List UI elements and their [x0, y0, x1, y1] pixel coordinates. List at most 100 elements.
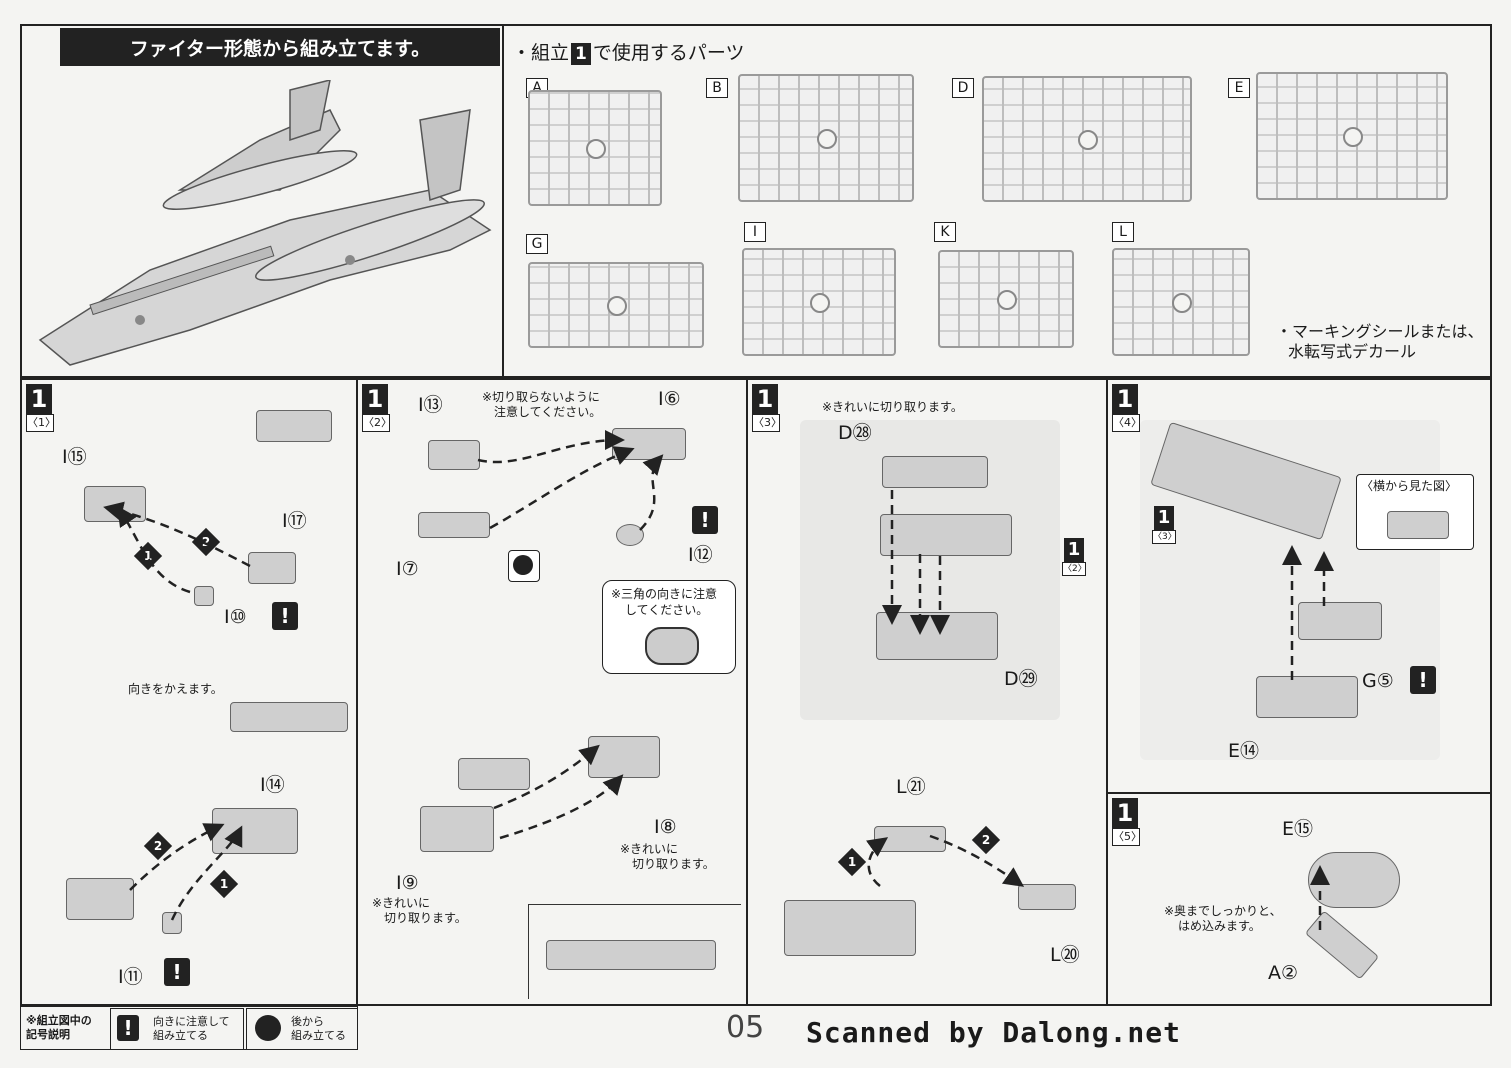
runner-label-i: I [744, 222, 766, 242]
parts-heading-suffix: で使用するパーツ [592, 42, 745, 64]
part-i14: I⑭ [260, 774, 285, 796]
runner-l [1112, 248, 1250, 356]
step1-3-number: 1 [752, 384, 778, 414]
page-title: ファイター形態から組み立てます。 [60, 28, 500, 66]
cut-warning-line2: 注意してください。 [494, 405, 602, 419]
part-d29: D㉙ [1004, 668, 1038, 690]
parts-heading-prefix: ・組立 [512, 42, 570, 64]
scan-credit: Scanned by Dalong.net [806, 1016, 1182, 1049]
legend-heading-line2: 記号説明 [26, 1028, 70, 1041]
step1-3-sub: 〈3〉 [752, 414, 782, 432]
detail-inset-shape [256, 410, 332, 442]
clean-cut-line2: 切り取ります。 [632, 857, 715, 871]
clean-cut-note-d28: ※きれいに切り取ります。 [822, 400, 963, 414]
triangle-note-line1: ※三角の向きに注意 [611, 587, 718, 601]
triangle-note-box: ※三角の向きに注意 してください。 [602, 580, 736, 674]
part-shape-base-l [784, 900, 916, 956]
legend-caution-line1: 向きに注意して [153, 1015, 230, 1028]
legend-item-later: 後から 組み立てる [246, 1008, 358, 1050]
side-view-box: 〈横から見た図〉 [1356, 474, 1474, 550]
ref-step-number: 1 [1154, 506, 1174, 530]
side-view-label: 〈横から見た図〉 [1361, 479, 1458, 493]
runner-label-g: G [526, 234, 548, 254]
caution-icon: ! [692, 506, 718, 534]
part-i12: I⑫ [688, 544, 713, 566]
legend-item-caution: ! 向きに注意して 組み立てる [110, 1008, 244, 1050]
part-i17: I⑰ [282, 510, 307, 532]
legend-caution-line2: 組み立てる [153, 1029, 208, 1042]
ref-step-number: 1 [1064, 538, 1084, 562]
step1-2-sub: 〈2〉 [362, 414, 392, 432]
page-number: 05 [726, 1010, 765, 1045]
part-a2: A② [1268, 962, 1299, 984]
part-i8: I⑧ [654, 816, 677, 838]
runner-i [742, 248, 896, 356]
turn-note: 向きをかえます。 [128, 682, 223, 696]
part-i11: I⑪ [118, 966, 143, 988]
runner-label-e: E [1228, 78, 1250, 98]
detail-inset-shape [230, 702, 348, 732]
part-shape-l20 [1018, 884, 1076, 910]
runner-k [938, 250, 1074, 348]
result-inset-box [528, 904, 741, 999]
decal-note: ・マーキングシールまたは、 水転写式デカール [1276, 322, 1484, 362]
runner-label-l: L [1112, 222, 1134, 242]
caution-icon: ! [117, 1015, 139, 1041]
part-i15: I⑮ [62, 446, 87, 468]
part-shape-i11 [162, 912, 182, 934]
caution-icon: ! [272, 602, 298, 630]
runner-d [982, 76, 1192, 202]
step1-1-sub: 〈1〉 [26, 414, 56, 432]
part-shape-d28 [882, 456, 988, 488]
part-d28: D㉘ [838, 422, 872, 444]
press-in-line2: はめ込みます。 [1178, 919, 1261, 933]
step1-5-frame [1106, 792, 1492, 1006]
part-g5: G⑤ [1362, 670, 1394, 692]
part-i9: I⑨ [396, 872, 419, 894]
legend-heading-line1: ※組立図中の [26, 1014, 92, 1027]
runner-g [528, 262, 704, 348]
clean-cut-note-i9: ※きれいに 切り取ります。 [372, 896, 467, 926]
later-assembly-icon [508, 550, 540, 582]
parts-heading-step: 1 [571, 43, 591, 65]
step1-4-number: 1 [1112, 384, 1138, 414]
part-shape-i13 [428, 440, 480, 470]
caution-icon: ! [1410, 666, 1436, 694]
caution-icon: ! [164, 958, 190, 986]
part-shape-e15 [1308, 852, 1400, 908]
runner-a [528, 90, 662, 206]
step1-4-sub: 〈4〉 [1112, 414, 1142, 432]
part-i10: I⑩ [224, 606, 247, 628]
press-in-note: ※奥までしっかりと、 はめ込みます。 [1164, 904, 1282, 934]
legend-heading: ※組立図中の 記号説明 [26, 1014, 102, 1042]
triangle-note-line2: してください。 [625, 603, 709, 617]
fighter-illustration [38, 80, 492, 366]
part-shape-i12 [616, 524, 644, 546]
part-i6: I⑥ [658, 388, 681, 410]
runner-label-b: B [706, 78, 728, 98]
part-l21: L㉑ [896, 776, 926, 798]
part-shape-i9 [420, 806, 494, 852]
part-shape-e14 [1256, 676, 1358, 718]
part-i13: I⑬ [418, 394, 443, 416]
ref-step-sub: 〈3〉 [1152, 530, 1177, 544]
runner-label-k: K [934, 222, 956, 242]
clean-cut-i9-line1: ※きれいに [372, 896, 431, 910]
ref-step-sub: 〈2〉 [1062, 562, 1087, 576]
parts-frame [502, 24, 1492, 378]
part-l20: L⑳ [1050, 944, 1080, 966]
part-shape-i10 [194, 586, 214, 606]
part-e15: E⑮ [1282, 818, 1314, 840]
part-shape-assembly [880, 514, 1012, 556]
runner-e [1256, 72, 1448, 200]
runner-label-d: D [952, 78, 974, 98]
part-i7: I⑦ [396, 558, 419, 580]
result-inset-shape [546, 940, 716, 970]
part-shape-g5 [1298, 602, 1382, 640]
part-shape-base [66, 878, 134, 920]
part-shape-upper-right [588, 736, 660, 778]
press-in-line1: ※奥までしっかりと、 [1164, 904, 1282, 918]
part-shape-i7 [418, 512, 490, 538]
legend-later-line2: 組み立てる [291, 1029, 346, 1042]
clean-cut-i9-line2: 切り取ります。 [384, 911, 467, 925]
